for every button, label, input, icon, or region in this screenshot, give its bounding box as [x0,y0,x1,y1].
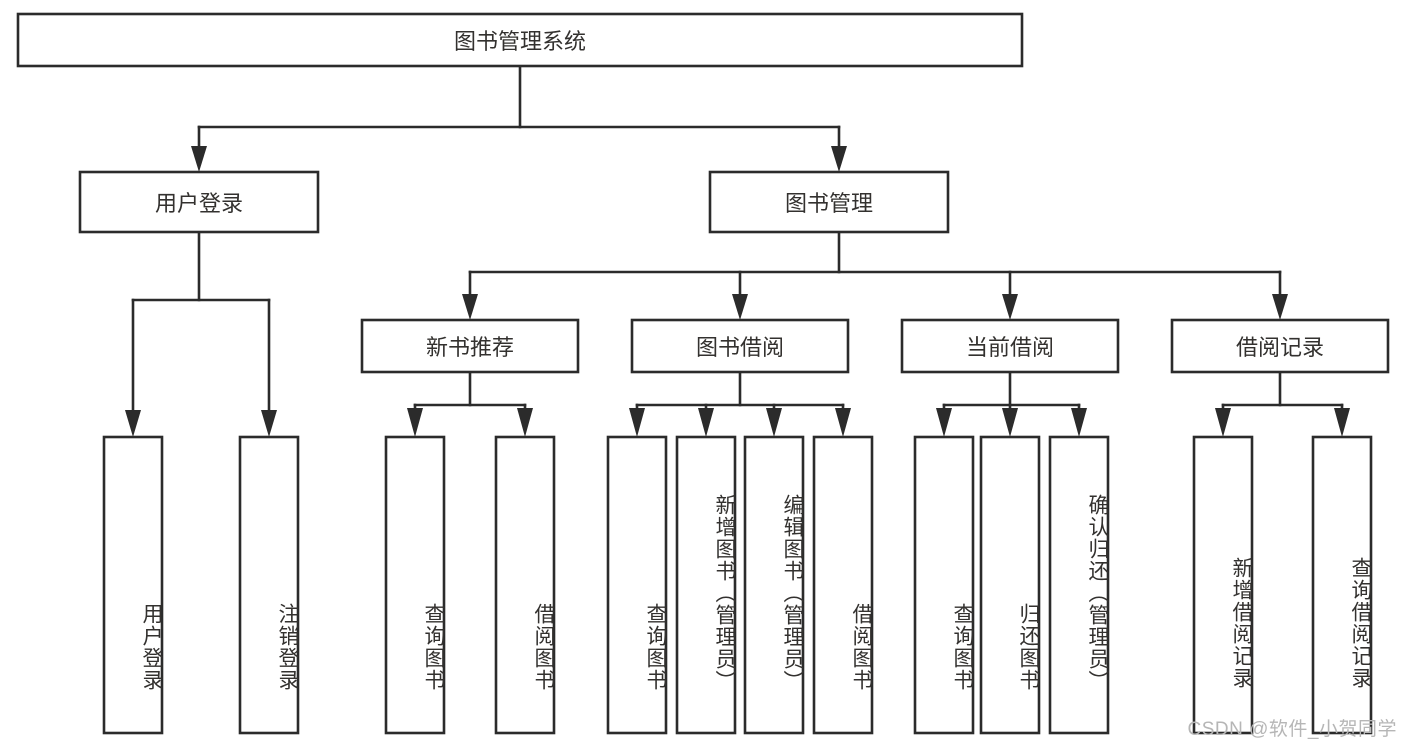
node-box-book-borrow [630,318,850,374]
node-box-user-login [78,170,320,234]
node-box-leaf-confirm-return [1048,435,1110,735]
node-box-leaf-edit-book [743,435,805,735]
node-box-borrow-record [1170,318,1390,374]
watermark-text: CSDN @软件_小贺同学 [1187,719,1397,740]
node-box-leaf-query-record [1311,435,1373,735]
node-box-leaf-add-record [1192,435,1254,735]
node-box-leaf-query-book-1 [384,435,446,735]
node-box-book-manage [708,170,950,234]
node-box-leaf-add-book [675,435,737,735]
node-box-new-book-recommend [360,318,580,374]
node-box-leaf-query-book-2 [606,435,668,735]
connector-current-borrow-to-leaves [936,370,1087,437]
connector-book-manage-to-level2 [462,230,1288,320]
node-box-leaf-user-logout [238,435,300,735]
node-box-current-borrow [900,318,1120,374]
node-box-leaf-return-book [979,435,1041,735]
node-box-leaf-user-login [102,435,164,735]
connector-borrow-record-to-leaves [1215,370,1350,437]
node-box-root [16,12,1024,68]
connector-new-book-recommend-to-leaves [407,370,533,437]
connector-root-to-level1 [191,64,847,172]
connector-book-borrow-to-leaves [629,370,851,437]
node-box-leaf-query-book-3 [913,435,975,735]
node-box-leaf-borrow-book-1 [494,435,556,735]
connector-user-login-to-leaves [125,230,277,437]
node-box-leaf-borrow-book-2 [812,435,874,735]
